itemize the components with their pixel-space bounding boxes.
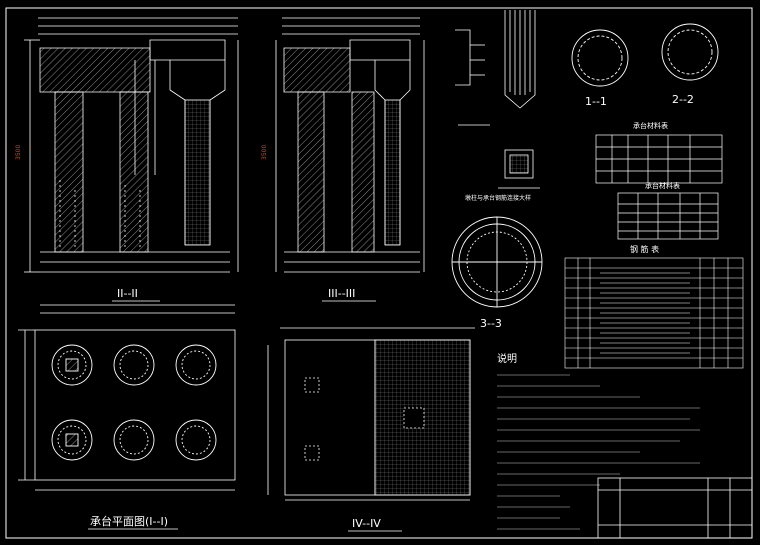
notes-lines	[497, 374, 700, 530]
pile-cap-plan	[18, 304, 236, 491]
dim-height-middle: 3500	[261, 145, 268, 160]
section-2-circle	[661, 23, 719, 81]
section-3-circle	[451, 216, 543, 308]
title-block	[597, 477, 753, 539]
detail-title: 墩柱与承台钢筋连接大样	[465, 194, 531, 202]
cage-section-detail	[498, 149, 540, 189]
table-3-title: 钢 筋 表	[630, 244, 659, 254]
table-1-title: 承台材料表	[633, 121, 668, 130]
plan-label: 承台平面图(I--I)	[90, 514, 168, 528]
section-II-view	[24, 17, 239, 273]
drawing-frame	[5, 7, 753, 539]
section-III-label: III--III	[328, 287, 355, 300]
section-1-label: 1--1	[585, 95, 607, 108]
section-3-label: 3--3	[480, 317, 502, 330]
section-III-view	[275, 17, 425, 273]
connection-detail	[455, 10, 536, 126]
table-3	[564, 257, 744, 369]
section-II-label: II--II	[117, 287, 138, 300]
pile-cap-plan-piles	[51, 344, 217, 461]
table-2-title: 承台材料表	[645, 181, 680, 190]
table-1	[595, 134, 723, 184]
section-IV-view	[267, 327, 475, 501]
section-IV-label: IV--IV	[352, 517, 381, 530]
dim-height-left: 3500	[15, 145, 22, 160]
table-2	[617, 192, 719, 240]
section-2-label: 2--2	[672, 93, 694, 106]
notes-title: 说明	[497, 352, 517, 365]
section-1-circle	[571, 29, 629, 87]
